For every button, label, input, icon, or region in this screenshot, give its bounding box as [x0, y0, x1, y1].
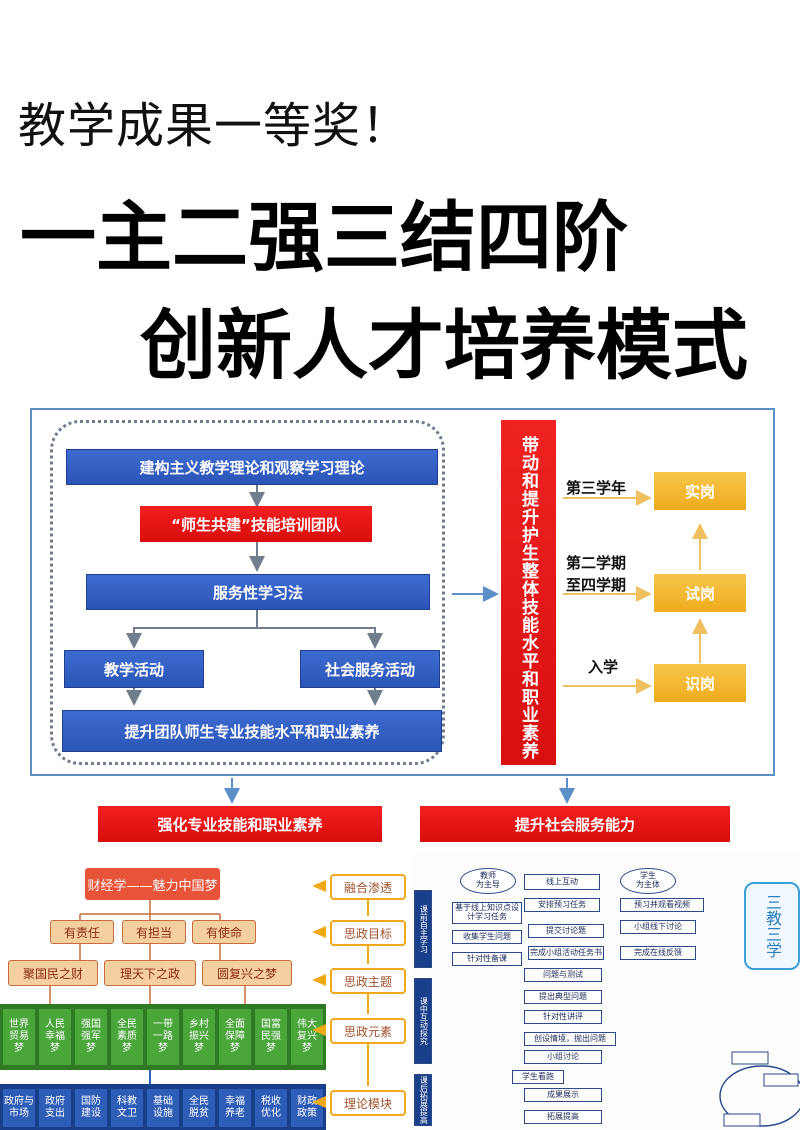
subtitle: 教学成果一等奖！: [18, 98, 411, 154]
flow-node: 完成小组活动任务书: [528, 946, 604, 960]
flow-node: 基于线上知识点设 计学习任务: [452, 902, 522, 924]
flow-node: 提交讨论题: [528, 924, 604, 938]
flow-node: 创设情境，抛出问题: [524, 1032, 616, 1046]
flow-cycle-graphic: [719, 1051, 800, 1127]
ideology-item-2: 思政目标: [330, 920, 406, 946]
ideology-item-3: 思政主题: [330, 968, 406, 994]
flow-node: 安排预习任务: [524, 898, 600, 912]
flow-node: 收集学生问题: [452, 930, 522, 944]
values-commitment: 有担当: [122, 920, 186, 944]
green-cell: 乡村 振兴 梦: [182, 1008, 216, 1066]
outcome-skills: 强化专业技能和职业素养: [98, 806, 382, 842]
green-cell: 全面 保障 梦: [218, 1008, 252, 1066]
ideology-arrows: [312, 880, 369, 1108]
blue-cell: 基础 设施: [146, 1088, 180, 1128]
ideology-item-5: 理论模块: [330, 1090, 406, 1116]
values-revival: 圆复兴之梦: [202, 960, 292, 986]
green-cell: 一带 一路 梦: [146, 1008, 180, 1066]
values-govern: 理天下之政: [104, 960, 196, 986]
green-cell: 世界 贸易 梦: [2, 1008, 36, 1066]
vertical-goal-bar: 带动和提升护生整体技能水平和职业素养: [501, 420, 556, 765]
flow-node: 预习并观看视频: [620, 898, 704, 912]
teaching-activity-box: 教学活动: [64, 650, 204, 688]
flow-side-label-2: 课中互动探究: [414, 978, 432, 1064]
stage-label-third-year: 第三学年: [566, 479, 627, 497]
flow-node: 教师 为主导: [460, 868, 516, 894]
team-box: “师生共建”技能培训团队: [140, 506, 372, 542]
outcome-service: 提升社会服务能力: [420, 806, 730, 842]
values-top-box: 财经学——魅力中国梦: [85, 868, 220, 900]
social-activity-box: 社会服务活动: [300, 650, 440, 688]
blue-cell: 全民 脱贫: [182, 1088, 216, 1128]
blue-cell: 政府 支出: [38, 1088, 72, 1128]
blue-cell: 财政 政策: [290, 1088, 324, 1128]
flow-node: 线上互动: [524, 874, 600, 890]
flow-node: 拓展提高: [524, 1110, 602, 1124]
green-cell: 国富 民强 梦: [254, 1008, 288, 1066]
values-gather-wealth: 聚国民之财: [8, 960, 98, 986]
flow-node: 完成在线反馈: [620, 946, 696, 960]
ideology-item-4: 思政元素: [330, 1018, 406, 1044]
title-line-1: 一主二强三结四阶: [20, 193, 628, 282]
ideology-item-1: 融合渗透: [330, 874, 406, 900]
flow-node: 成果展示: [524, 1088, 602, 1102]
stage-practice: 实岗: [654, 472, 746, 510]
flow-node: 针对性备课: [452, 952, 522, 966]
green-cell: 伟大 复兴 梦: [290, 1008, 324, 1066]
blue-cell: 税收 优化: [254, 1088, 288, 1128]
green-cell: 全民 素质 梦: [110, 1008, 144, 1066]
green-cell: 人民 幸福 梦: [38, 1008, 72, 1066]
ideology-flow-thumb: 融合渗透 思政目标 思政主题 思政元素 理论模块: [308, 870, 410, 1130]
blue-cell: 国防 建设: [74, 1088, 108, 1128]
flow-side-label-3: 课后拓展提高: [414, 1074, 432, 1126]
diagram-connectors: [126, 484, 708, 804]
blue-cell: 政府与 市场: [2, 1088, 36, 1128]
green-cell: 强国 强军 梦: [74, 1008, 108, 1066]
blue-cell: 幸福 养老: [218, 1088, 252, 1128]
title-line-2: 创新人才培养模式: [140, 301, 748, 390]
flow-node: 小组线下讨论: [620, 920, 696, 934]
teaching-flow-thumb: 课前自主学习 课中互动探究 课后拓展提高 教师 为主导线上互动 学生 为主体安排预…: [412, 854, 800, 1130]
dashed-group: [50, 420, 445, 765]
stage-label-second-semester: 第二学期: [566, 554, 627, 572]
values-diagram-thumb: 财经学——魅力中国梦 有责任 有担当 有使命 聚国民之财 理天下之政 圆复兴之梦…: [0, 858, 330, 1130]
flow-node: 问题与测试: [524, 968, 602, 982]
theory-box: 建构主义教学理论和观察学习理论: [66, 449, 438, 485]
flow-side-label-1: 课前自主学习: [414, 890, 432, 968]
diagram-frame: [30, 408, 775, 776]
flow-node: 提出典型问题: [524, 990, 602, 1004]
improve-team-box: 提升团队师生专业技能水平和职业素养: [62, 710, 442, 752]
stage-recognize: 识岗: [654, 664, 746, 702]
stage-trial: 试岗: [654, 574, 746, 612]
flow-node: 学生 为主体: [620, 868, 676, 894]
flow-node: 小组讨论: [524, 1050, 602, 1064]
blue-cell: 科教 文卫: [110, 1088, 144, 1128]
values-responsibility: 有责任: [50, 920, 114, 944]
stage-label-enrollment: 入学: [588, 658, 619, 676]
three-teach-label: 三教三学: [744, 882, 800, 970]
method-box: 服务性学习法: [86, 574, 430, 610]
flow-node: 学生看跑: [512, 1070, 564, 1084]
stage-label-fourth-semester: 至四学期: [566, 576, 627, 594]
flow-node: 针对性讲评: [524, 1010, 602, 1024]
values-mission: 有使命: [192, 920, 256, 944]
